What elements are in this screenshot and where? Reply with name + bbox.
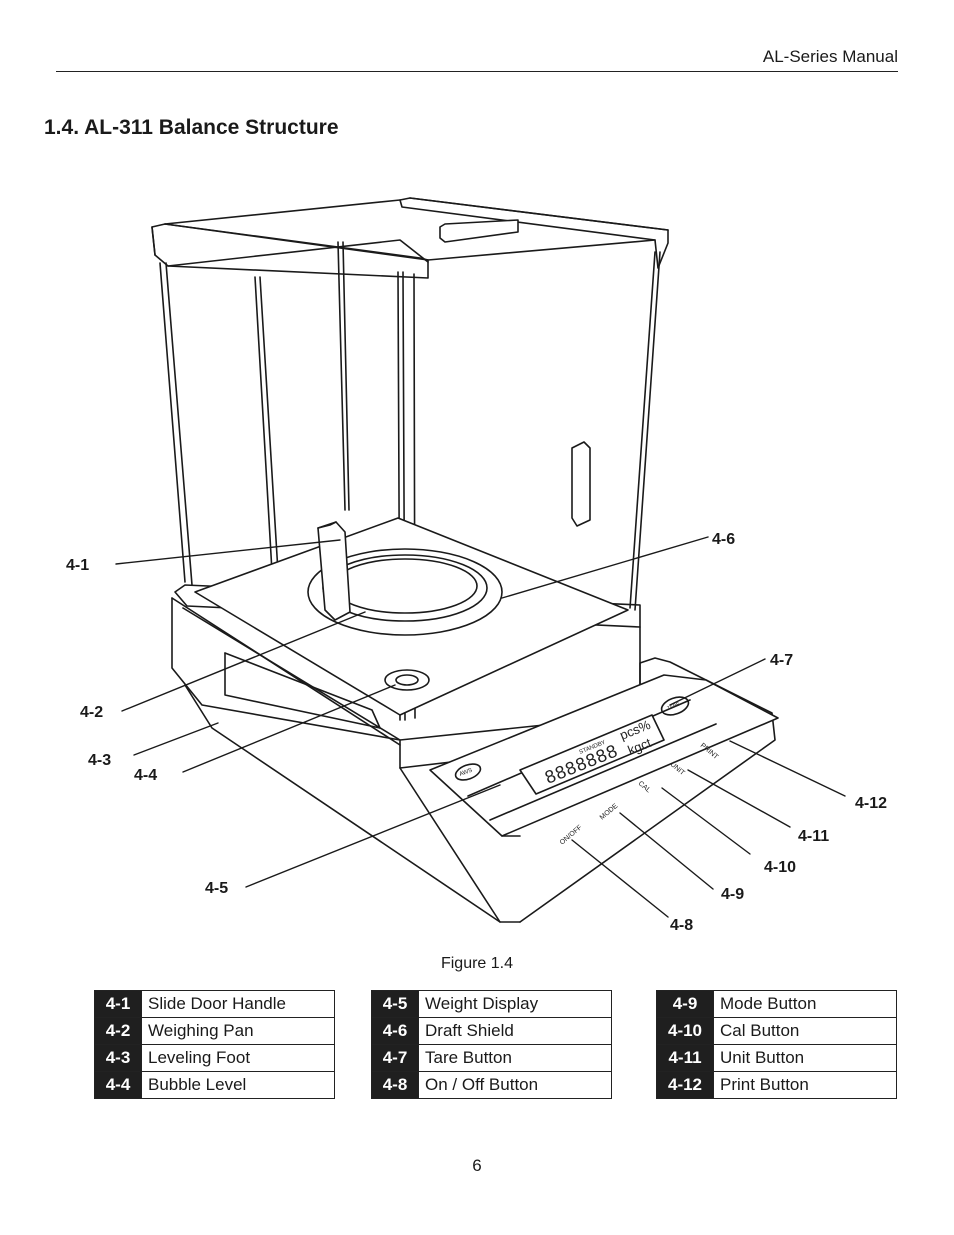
cal-label: CAL [637,780,652,794]
legend-key: 4-6 [371,1017,419,1045]
legend-row: 4-4 Bubble Level [94,1071,335,1099]
legend-table-1: 4-1 Slide Door Handle 4-2 Weighing Pan 4… [94,990,335,1099]
legend-label: Cal Button [713,1017,897,1045]
tare-label: TARE [667,701,682,712]
callout-4-2: 4-2 [80,704,103,721]
manual-title: AL-Series Manual [762,47,898,66]
callout-4-3: 4-3 [88,752,111,769]
legend-row: 4-12 Print Button [656,1071,897,1099]
legend-row: 4-2 Weighing Pan [94,1017,335,1045]
callout-4-11: 4-11 [798,828,829,845]
callout-4-9: 4-9 [721,886,744,903]
legend-table-3: 4-9 Mode Button 4-10 Cal Button 4-11 Uni… [656,990,897,1099]
legend-label: Weight Display [418,990,612,1018]
legend-row: 4-3 Leveling Foot [94,1044,335,1072]
figure-caption: Figure 1.4 [440,955,514,972]
callout-4-7: 4-7 [770,652,793,669]
legend-row: 4-7 Tare Button [371,1044,612,1072]
legend-label: Print Button [713,1071,897,1099]
callout-4-4: 4-4 [134,767,157,784]
balance-illustration: 8888888 pcs% kgct STANDBY AWS TARE ON/OF… [66,197,887,934]
aws-logo [454,763,482,781]
legend-key: 4-1 [94,990,142,1018]
legend-row: 4-10 Cal Button [656,1017,897,1045]
legend-table-2: 4-5 Weight Display 4-6 Draft Shield 4-7 … [371,990,612,1099]
legend-label: On / Off Button [418,1071,612,1099]
legend-label: Leveling Foot [141,1044,335,1072]
legend-label: Mode Button [713,990,897,1018]
legend-key: 4-3 [94,1044,142,1072]
legend-label: Slide Door Handle [141,990,335,1018]
legend-row: 4-8 On / Off Button [371,1071,612,1099]
callout-4-1: 4-1 [66,557,89,574]
legend-key: 4-7 [371,1044,419,1072]
callout-4-12: 4-12 [855,795,887,812]
legend-row: 4-5 Weight Display [371,990,612,1018]
aws-logo-text: AWS [459,768,474,778]
legend-label: Draft Shield [418,1017,612,1045]
legend-row: 4-11 Unit Button [656,1044,897,1072]
onoff-label: ON/OFF [559,824,584,846]
leader-lines [115,536,846,918]
legend-key: 4-12 [656,1071,714,1099]
legend-row: 4-9 Mode Button [656,990,897,1018]
section-title: 1.4. AL-311 Balance Structure [44,116,339,139]
legend-key: 4-5 [371,990,419,1018]
unit-label: UNIT [669,761,687,777]
legend-row: 4-6 Draft Shield [371,1017,612,1045]
legend-key: 4-4 [94,1071,142,1099]
legend-key: 4-2 [94,1017,142,1045]
balance-structure-figure: 8888888 pcs% kgct STANDBY AWS TARE ON/OF… [0,180,954,950]
legend-label: Weighing Pan [141,1017,335,1045]
page-header: AL-Series Manual [56,44,898,72]
legend-key: 4-11 [656,1044,714,1072]
legend-label: Unit Button [713,1044,897,1072]
callout-4-6: 4-6 [712,531,735,548]
mode-label: MODE [599,802,620,821]
legend-key: 4-8 [371,1071,419,1099]
legend-label: Bubble Level [141,1071,335,1099]
legend-key: 4-9 [656,990,714,1018]
tare-button [660,696,690,716]
page-number: 6 [472,1156,482,1175]
callout-4-8: 4-8 [670,917,693,934]
legend-row: 4-1 Slide Door Handle [94,990,335,1018]
callout-4-5: 4-5 [205,880,228,897]
legend-key: 4-10 [656,1017,714,1045]
callout-4-10: 4-10 [764,859,796,876]
legend-label: Tare Button [418,1044,612,1072]
